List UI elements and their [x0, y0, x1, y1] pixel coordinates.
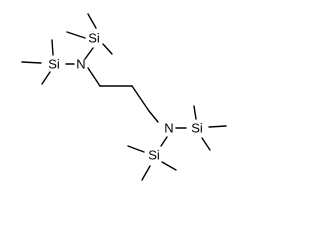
- bond-sitop-methyl-left: [66, 31, 86, 39]
- atom-si-top: Si: [88, 31, 100, 46]
- bonds: [21, 13, 227, 181]
- bond-n-upper-c1: [87, 67, 101, 87]
- bond-sileft-methyl-left: [21, 61, 42, 64]
- bond-siright-methyl-down: [201, 137, 211, 151]
- bond-c3-c4b: [148, 110, 159, 123]
- bond-n-lower-sibottom: [160, 136, 168, 147]
- atom-n-upper: N: [76, 57, 85, 72]
- bond-sitop-methyl-up: [87, 13, 97, 29]
- bond-sibottom-methyl-down: [141, 165, 151, 181]
- bond-sitop-n-upper: [84, 47, 94, 60]
- structure-svg: Si N Si N Si Si: [21, 13, 227, 181]
- molecule-diagram: Si N Si N Si Si: [21, 13, 227, 181]
- atom-si-left: Si: [48, 57, 60, 72]
- bond-sileft-methyl-up: [51, 39, 54, 56]
- bond-sitop-methyl-right: [102, 43, 113, 55]
- bond-siright-methyl-up: [193, 105, 197, 120]
- atom-labels: Si N Si N Si Si: [48, 31, 203, 163]
- bond-sibottom-methyl-right: [161, 161, 177, 171]
- bond-sibottom-methyl-left: [127, 145, 145, 153]
- atom-n-lower: N: [164, 121, 173, 136]
- bond-sileft-methyl-down: [41, 71, 51, 85]
- atom-si-bottom: Si: [148, 148, 160, 163]
- bond-siright-methyl-right: [208, 125, 227, 128]
- atom-si-right: Si: [191, 121, 203, 136]
- bond-c2-c3: [131, 85, 150, 112]
